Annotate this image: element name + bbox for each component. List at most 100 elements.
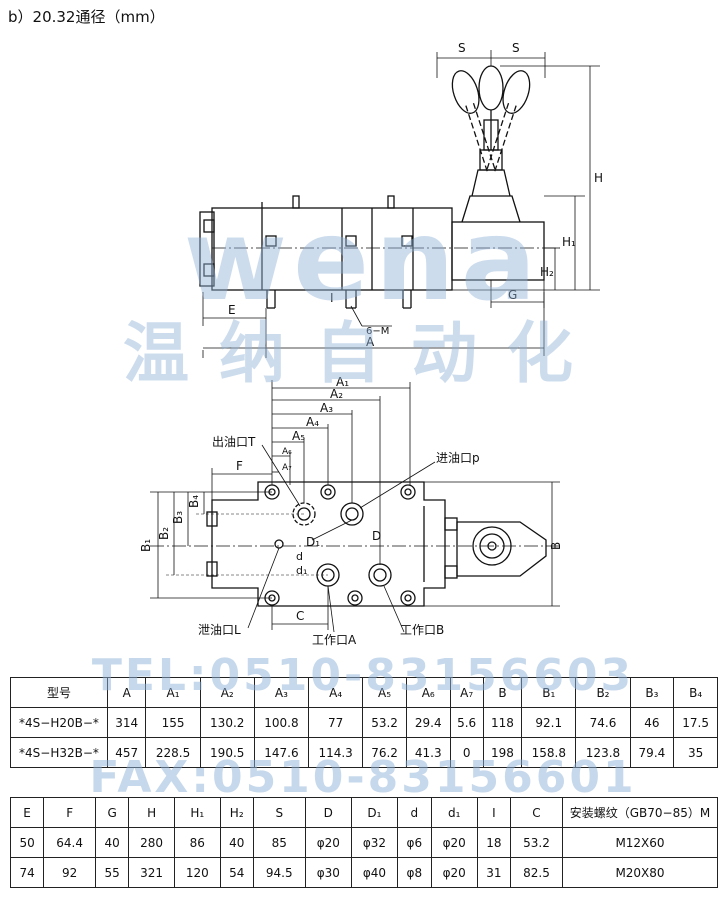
table-cell: φ6 — [397, 827, 432, 858]
table-cell: 130.2 — [199, 707, 255, 738]
dim-h1: H₁ — [562, 235, 576, 249]
table-cell: φ20 — [430, 857, 478, 888]
table-cell: φ8 — [397, 857, 432, 888]
table-cell: φ40 — [350, 857, 399, 888]
table-cell: 314 — [106, 707, 147, 738]
table-cell: 123.8 — [575, 737, 631, 768]
table-cell: 0 — [449, 737, 484, 768]
dim-b4: B₄ — [187, 495, 201, 508]
table-cell: 77 — [308, 707, 364, 738]
dim-a7: A₇ — [282, 463, 292, 473]
table-cell: A₅ — [362, 677, 407, 708]
table-cell: B₄ — [673, 677, 718, 708]
table-cell: A₁ — [145, 677, 201, 708]
table-cell: D — [304, 797, 352, 828]
label-work-a: 工作口A — [312, 633, 357, 647]
table-row: 74 92 55 321 120 54 94.5 φ30 φ40 φ8 φ20 … — [9, 857, 718, 888]
table-header-row: E F G H H₁ H₂ S D D₁ d d₁ I C 安装螺纹（GB70−… — [9, 797, 718, 828]
table-cell: φ20 — [304, 827, 352, 858]
table-header-row: 型号 A A₁ A₂ A₃ A₄ A₅ A₆ A₇ B B₁ B₂ B₃ B₄ — [10, 677, 718, 708]
table-cell: 54 — [219, 857, 254, 888]
label-outlet-t: 出油口T — [212, 435, 256, 449]
dim-f: F — [236, 459, 243, 473]
table-cell: 85 — [252, 827, 306, 858]
table-cell: 46 — [629, 707, 675, 738]
dim-c: C — [296, 609, 304, 623]
label-inlet-p: 进油口p — [436, 451, 480, 465]
dim-a5: A₅ — [292, 429, 305, 443]
table-cell: 55 — [95, 857, 130, 888]
table-cell: D₁ — [350, 797, 399, 828]
table-cell: 18 — [476, 827, 511, 858]
table-cell: 86 — [173, 827, 221, 858]
table-cell: 228.5 — [145, 737, 201, 768]
table-cell: 120 — [173, 857, 221, 888]
table-cell: *4S−H20B−* — [10, 707, 108, 738]
dim-a: A — [366, 335, 375, 349]
label-drain-l: 泄油口L — [198, 623, 241, 637]
table-cell: 92 — [43, 857, 97, 888]
dim-d1-big: D₁ — [306, 535, 320, 549]
dim-b1: B₁ — [139, 539, 153, 552]
dimension-table-2: E F G H H₁ H₂ S D D₁ d d₁ I C 安装螺纹（GB70−… — [9, 797, 718, 888]
table-cell: 82.5 — [509, 857, 564, 888]
table-row: 50 64.4 40 280 86 40 85 φ20 φ32 φ6 φ20 1… — [9, 827, 718, 858]
table-cell: G — [95, 797, 130, 828]
table-cell: F — [43, 797, 97, 828]
valve-drawing: S S H H₁ H₂ G E I 6−M A A₁ A₂ A₃ A₄ A₅ A… — [139, 41, 603, 647]
table-cell: 92.1 — [521, 707, 577, 738]
table-cell: 190.5 — [199, 737, 255, 768]
dim-d: D — [372, 529, 381, 543]
table-cell: 100.8 — [253, 707, 310, 738]
dim-h2: H₂ — [540, 265, 554, 279]
table-cell: 74.6 — [575, 707, 631, 738]
table-row: *4S−H20B−* 314 155 130.2 100.8 77 53.2 2… — [10, 707, 718, 738]
table-cell: 17.5 — [673, 707, 718, 738]
table-cell: B₃ — [629, 677, 675, 708]
table-cell: I — [476, 797, 511, 828]
table-cell: d₁ — [430, 797, 478, 828]
figure-caption: b）20.32通径（mm） — [8, 8, 165, 26]
dim-a2: A₂ — [330, 387, 343, 401]
table-cell: 118 — [482, 707, 523, 738]
table-cell: 321 — [128, 857, 175, 888]
dim-a6: A₆ — [282, 447, 292, 457]
table-cell: 41.3 — [405, 737, 451, 768]
dim-b: B — [549, 542, 563, 550]
table-cell: 安装螺纹（GB70−85）M — [562, 797, 718, 828]
table-cell: 114.3 — [308, 737, 364, 768]
dimension-table-1: 型号 A A₁ A₂ A₃ A₄ A₅ A₆ A₇ B B₁ B₂ B₃ B₄ … — [10, 677, 718, 768]
dim-s-right: S — [512, 41, 520, 55]
table-cell: M20X80 — [562, 857, 718, 888]
table-cell: A — [106, 677, 147, 708]
table-cell: φ20 — [430, 827, 478, 858]
table-cell: A₄ — [308, 677, 364, 708]
table-cell: B₂ — [575, 677, 631, 708]
dim-i: I — [330, 291, 334, 305]
table-cell: 40 — [219, 827, 254, 858]
plan-view — [150, 380, 560, 633]
dim-a3: A₃ — [320, 401, 333, 415]
table-cell: 64.4 — [43, 827, 97, 858]
table-cell: φ30 — [304, 857, 352, 888]
dim-b3: B₃ — [171, 511, 185, 524]
table-cell: 53.2 — [509, 827, 564, 858]
table-cell: d — [397, 797, 432, 828]
table-cell: A₃ — [253, 677, 310, 708]
table-cell: φ32 — [350, 827, 399, 858]
table-cell: B₁ — [521, 677, 577, 708]
table-cell: 40 — [95, 827, 130, 858]
table-cell: *4S−H32B−* — [10, 737, 108, 768]
table-cell: 50 — [9, 827, 45, 858]
table-cell: 29.4 — [405, 707, 451, 738]
table-cell: 型号 — [10, 677, 108, 708]
table-cell: 74 — [9, 857, 45, 888]
table-row: *4S−H32B−* 457 228.5 190.5 147.6 114.3 7… — [10, 737, 718, 768]
table-cell: H₂ — [219, 797, 254, 828]
front-view — [199, 50, 600, 358]
table-cell: 158.8 — [521, 737, 577, 768]
table-cell: 198 — [482, 737, 523, 768]
dim-d-small: d — [296, 550, 303, 563]
table-cell: E — [9, 797, 45, 828]
dim-g: G — [508, 288, 517, 302]
